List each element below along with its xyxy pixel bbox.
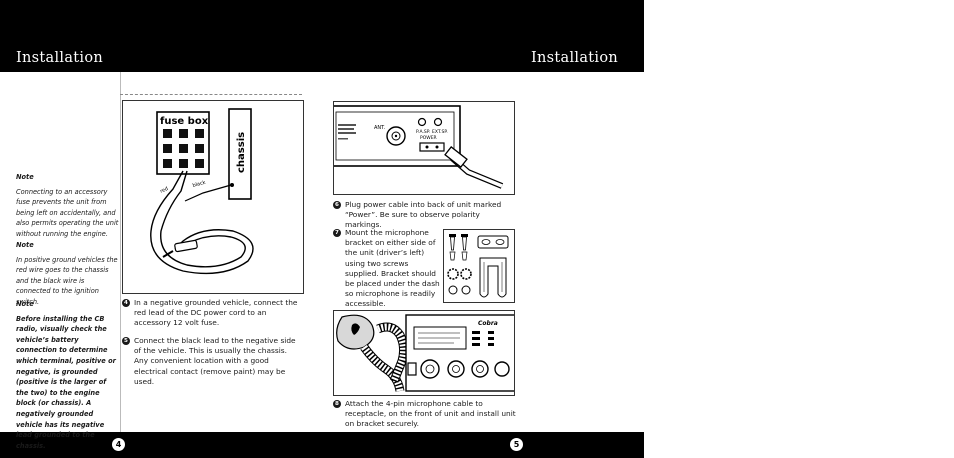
plug-tip-icon <box>162 250 174 258</box>
volume-knob-icon <box>420 359 440 379</box>
note-body: Before installing the CB radio, visually… <box>16 314 116 450</box>
note-body: In positive ground vehicles the red wire… <box>16 255 118 306</box>
header-band <box>0 0 644 72</box>
red-wire-label: red <box>159 186 169 195</box>
front-panel-illustration: Cobra <box>336 314 514 392</box>
chassis-label: chassis <box>236 132 247 173</box>
page-title-left: Installation <box>16 50 104 66</box>
step-number-badge: 7 <box>333 229 341 237</box>
lock-washer-icon <box>447 268 459 280</box>
note-positive-ground: Note In positive ground vehicles the red… <box>16 240 120 308</box>
page-number-right: 5 <box>510 438 523 451</box>
step-number-badge: 8 <box>333 400 341 408</box>
ext-speaker-label: EXT.SP. <box>432 129 448 135</box>
bracket-icon <box>479 257 507 298</box>
ant-label: ANT. <box>374 125 386 131</box>
step-7: 7 Mount the microphone bracket on either… <box>333 228 441 310</box>
page-title-right: Installation <box>531 50 619 66</box>
figure-back-panel: ANT. P.A.SP. EXT.SP. POWER <box>333 101 515 195</box>
step-8: 8 Attach the 4-pin microphone cable to r… <box>333 399 517 430</box>
rf-gain-knob-icon <box>471 360 489 378</box>
squelch-knob-icon <box>447 360 465 378</box>
step-number-badge: 4 <box>122 299 130 307</box>
note-heading: Note <box>16 241 34 249</box>
fuse-box-label: fuse box <box>160 116 209 127</box>
fuse-box-illustration: fuse box chassis red black <box>150 108 254 275</box>
note-battery-check: Note Before installing the CB radio, vis… <box>16 299 120 451</box>
washer-icon <box>448 285 458 295</box>
power-label: POWER <box>420 135 437 141</box>
step-number-badge: 5 <box>122 337 130 345</box>
mic-bracket-illustration <box>447 234 509 298</box>
step-6: 6 Plug power cable into back of unit mar… <box>333 200 517 231</box>
black-wire-label: black <box>192 180 206 189</box>
column-divider <box>120 72 121 432</box>
footer-band <box>0 432 644 458</box>
note-heading: Note <box>16 173 34 181</box>
step-4: 4 In a negative grounded vehicle, connec… <box>122 298 302 329</box>
figure-fuse-box: fuse box chassis red black <box>122 100 304 294</box>
screw-icon <box>449 234 468 251</box>
brand-logo: Cobra <box>478 320 498 327</box>
step-text: Mount the microphone bracket on either s… <box>345 228 440 309</box>
mic-connector-icon <box>407 362 417 376</box>
step-5: 5 Connect the black lead to the negative… <box>122 336 302 387</box>
step-text: Connect the black lead to the negative s… <box>134 336 296 386</box>
note-fuse: Note Connecting to an accessory fuse pre… <box>16 172 120 240</box>
washer-icon <box>461 285 471 295</box>
ground-screw-icon <box>230 183 234 187</box>
figure-front-panel: Cobra <box>333 310 515 396</box>
step-number-badge: 6 <box>333 201 341 209</box>
step-text: Plug power cable into back of unit marke… <box>345 200 502 230</box>
note-body: Connecting to an accessory fuse prevents… <box>16 187 119 238</box>
pa-speaker-jack-icon <box>417 117 427 127</box>
power-socket-icon <box>419 142 445 152</box>
figure-mic-bracket <box>443 229 515 303</box>
step-text: In a negative grounded vehicle, connect … <box>134 298 298 328</box>
ext-speaker-jack-icon <box>433 117 443 127</box>
back-panel-illustration: ANT. P.A.SP. EXT.SP. POWER <box>334 105 504 189</box>
power-plug-icon <box>444 145 468 169</box>
step-text: Attach the 4-pin microphone cable to rec… <box>345 399 516 429</box>
channel-knob-icon <box>494 361 510 377</box>
power-plug-icon <box>174 239 198 253</box>
note-heading: Note <box>16 300 34 308</box>
page-number-left: 4 <box>112 438 125 451</box>
lock-washer-icon <box>460 268 472 280</box>
dashed-rule <box>120 94 302 95</box>
pa-speaker-label: P.A.SP. <box>416 129 430 135</box>
